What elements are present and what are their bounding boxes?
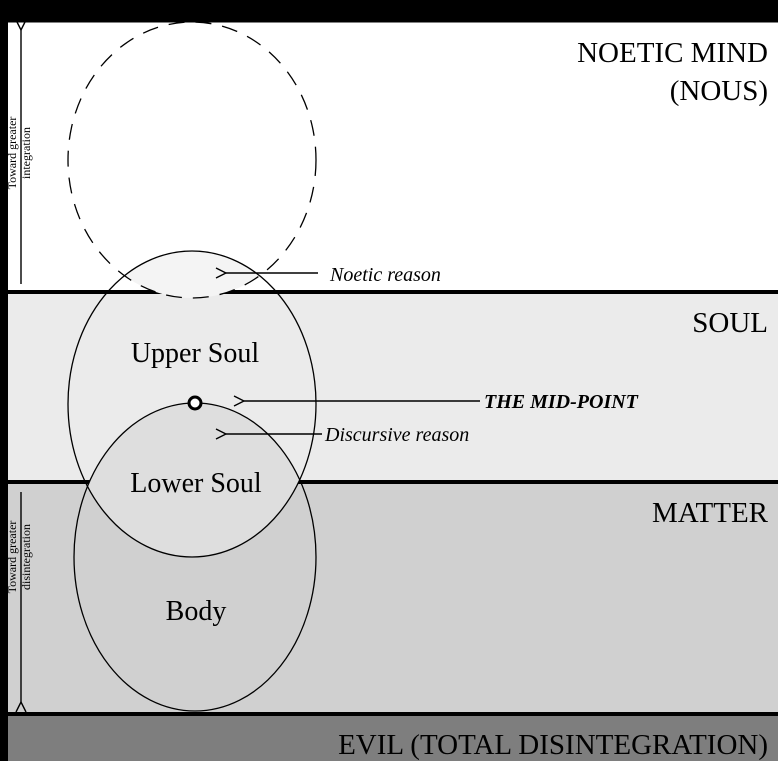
discursive-reason-label: Discursive reason [324,424,469,446]
noetic-mind-ellipse-dashed [67,21,317,299]
mid-point-label: THE MID-POINT [484,391,639,413]
band-label-soul: SOUL [692,307,768,339]
band-noetic-mind [0,20,778,292]
noetic-reason-label: Noetic reason [329,264,441,286]
band-label-noetic-mind: NOETIC MIND(NOUS) [577,37,768,107]
body-label: Body [166,596,227,627]
mid-point-marker [187,395,203,411]
lower-soul-label: Lower Soul [130,468,262,499]
integration-label: Toward greaterintegration [5,117,33,190]
upper-soul-label: Upper Soul [131,338,260,369]
soul-ellipse [67,250,317,558]
band-label-matter: MATTER [652,497,769,529]
band-label-evil: EVIL (TOTAL DISINTEGRATION) [338,729,768,761]
band-evil [0,714,778,761]
left-frame [0,0,8,761]
disintegration-label: Toward greaterdisintegration [5,521,33,594]
